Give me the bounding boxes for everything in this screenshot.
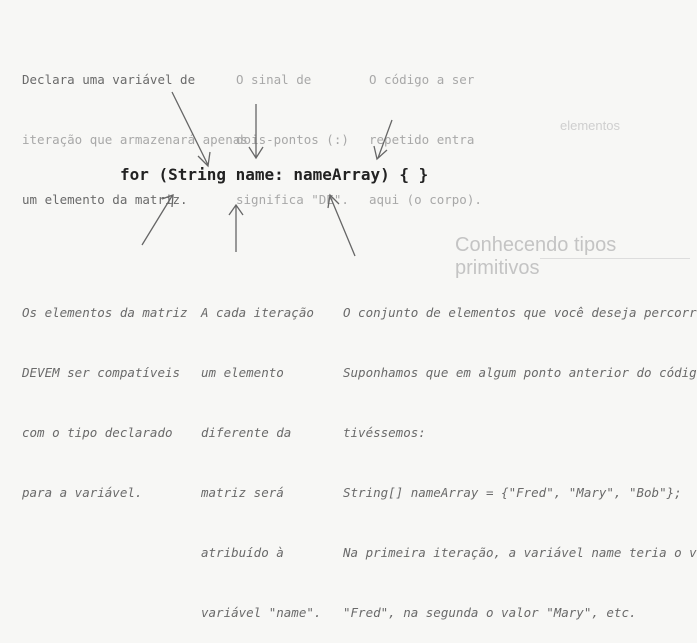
annotation-line: String[] nameArray = {"Fred", "Mary", "B…: [343, 485, 682, 500]
annotation-line: dois-pontos (:): [236, 132, 349, 147]
arrow-to-colon: [248, 104, 264, 160]
annotation-line: O código a ser: [369, 72, 475, 87]
annotation-line: significa "DE".: [236, 192, 349, 207]
annotation-line: Suponhamos que em algum ponto anterior d…: [343, 365, 697, 380]
annotation-line: iteração que armazenará apenas: [22, 132, 248, 147]
annotation-line: "Fred", na segunda o valor "Mary", etc.: [343, 605, 637, 620]
annotation-iteration-variable: Declara uma variável de iteração que arm…: [22, 30, 248, 230]
annotation-line: Na primeira iteração, a variável name te…: [343, 545, 697, 560]
arrow-from-type-note: [141, 194, 174, 246]
arrow-from-iteration-note: [228, 203, 244, 252]
annotation-colon-meaning: O sinal de dois-pontos (:) significa "DE…: [236, 30, 349, 230]
annotation-line: para a variável.: [22, 485, 143, 500]
faint-background-text: elementos: [560, 118, 620, 133]
annotation-line: Os elementos da matriz: [22, 305, 188, 320]
faint-background-rule: [540, 258, 690, 259]
annotation-line: DEVEM ser compatíveis: [22, 365, 181, 380]
annotation-line: matriz será: [201, 485, 284, 500]
annotation-line: Declara uma variável de: [22, 72, 196, 87]
arrow-from-collection-note: [327, 193, 356, 257]
annotation-line: O conjunto de elementos que você deseja …: [343, 305, 697, 320]
annotation-line: aqui (o corpo).: [369, 192, 482, 207]
arrow-to-loop-body: [373, 119, 393, 161]
annotation-line: um elemento da matriz.: [22, 192, 188, 207]
annotation-line: O sinal de: [236, 72, 312, 87]
arrow-to-iteration-variable: [171, 91, 211, 168]
annotation-line: variável "name".: [201, 605, 322, 620]
faint-background-heading: Conhecendo tipos primitivos: [455, 234, 617, 279]
annotation-arrows: [141, 91, 393, 257]
for-each-code-line: for (String name: nameArray) { }: [120, 165, 429, 184]
annotation-line: um elemento: [201, 365, 284, 380]
annotation-line: A cada iteração: [201, 305, 314, 320]
annotation-line: atribuído à: [201, 545, 284, 560]
